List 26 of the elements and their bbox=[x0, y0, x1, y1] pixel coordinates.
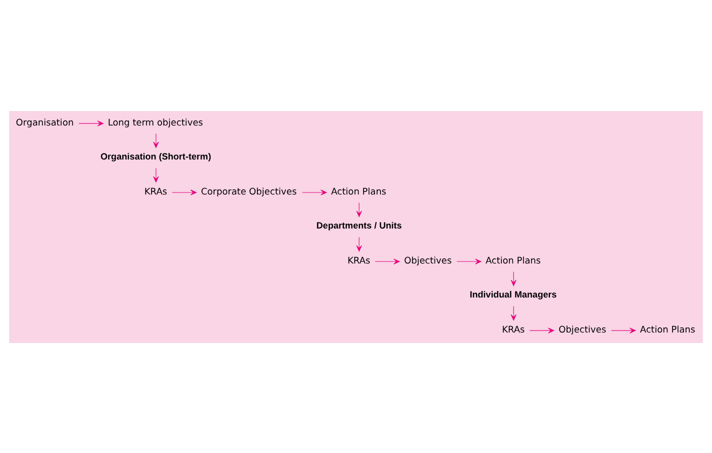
node-text: KRAs bbox=[502, 325, 525, 336]
node-text: Action Plans bbox=[331, 187, 386, 198]
arrow bbox=[153, 132, 159, 148]
node-text: Action Plans bbox=[640, 325, 696, 336]
node-text: Departments / Units bbox=[316, 220, 402, 230]
arrow bbox=[375, 258, 400, 264]
arrow bbox=[611, 327, 636, 333]
node-text: Objectives bbox=[404, 256, 452, 266]
arrow bbox=[302, 189, 327, 195]
node-text: Individual Managers bbox=[470, 289, 557, 300]
node-text: Corporate Objectives bbox=[200, 187, 297, 198]
arrow bbox=[529, 327, 554, 333]
node-text: Objectives bbox=[558, 325, 606, 336]
arrow bbox=[356, 236, 362, 251]
arrow bbox=[356, 202, 362, 216]
node-text: Organisation bbox=[16, 118, 74, 128]
node-text: Organisation (Short-term) bbox=[100, 151, 212, 162]
arrow bbox=[78, 120, 104, 126]
node-text: Action Plans bbox=[486, 256, 541, 266]
arrow bbox=[172, 189, 197, 195]
arrow bbox=[456, 258, 482, 264]
node-text: KRAs bbox=[348, 256, 370, 266]
arrow bbox=[510, 270, 516, 286]
node-text: Long term objectives bbox=[108, 118, 204, 128]
arrow bbox=[153, 167, 159, 182]
node-text: KRAs bbox=[144, 187, 168, 198]
